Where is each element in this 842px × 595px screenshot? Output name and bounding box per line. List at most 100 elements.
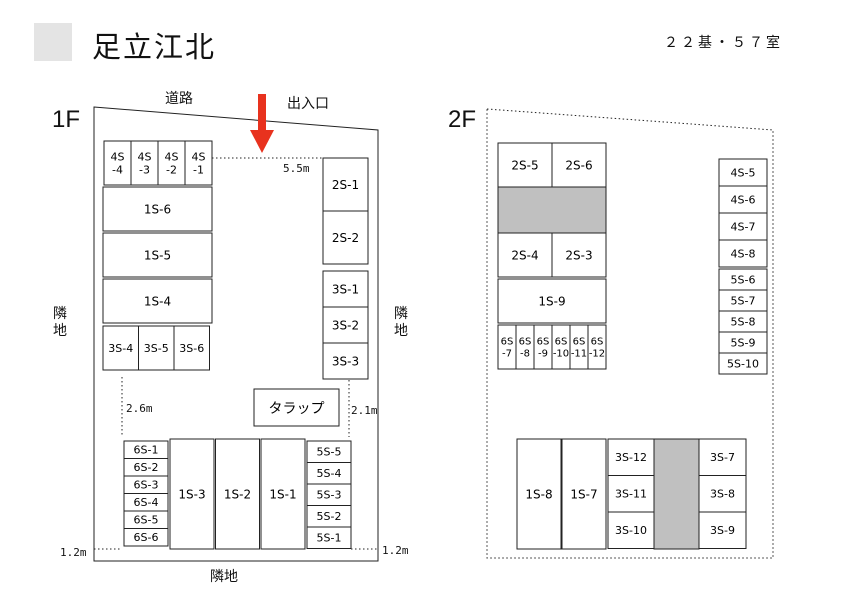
unit-4s-8-label: 4S-8 — [731, 247, 756, 260]
unit-4s-7-label: 4S-7 — [731, 220, 756, 233]
unit-6s-8-label: 6S — [519, 337, 532, 348]
dim-bottom-left: 1.2m — [60, 546, 87, 559]
unit-5s-8-label: 5S-8 — [731, 315, 756, 328]
unit-3s-5-box[interactable] — [138, 325, 175, 371]
unit-4s-6-label: 4S-6 — [731, 193, 756, 206]
unit-1s-4-box[interactable] — [102, 278, 213, 324]
unit-1s-9-box[interactable] — [497, 278, 607, 324]
unit-summary: ２２基・５７室 — [664, 35, 783, 51]
unit-6s-12-label: 6S — [591, 337, 604, 348]
unit-3s-7-box[interactable] — [698, 438, 747, 476]
unit-2s-1-label: 2S-1 — [332, 178, 359, 192]
unit-1s-7-box[interactable] — [561, 438, 607, 550]
unit-3s-11-label: 3S-11 — [615, 488, 647, 501]
unit-3s-1-box[interactable] — [322, 270, 369, 308]
unit-5s-10-box[interactable] — [718, 352, 768, 375]
void-lower — [653, 438, 700, 550]
unit-4s-2-box[interactable] — [157, 140, 186, 186]
unit-6s-9-label: -9 — [538, 349, 548, 360]
unit-2s-5-box[interactable] — [497, 142, 553, 188]
unit-2s-3-box[interactable] — [551, 232, 607, 278]
unit-3s-7-label: 3S-7 — [710, 451, 735, 464]
unit-5s-7-label: 5S-7 — [731, 294, 756, 307]
unit-3s-10-box[interactable] — [607, 511, 655, 549]
unit-4s-4-box[interactable] — [103, 140, 132, 186]
unit-6s-4-label: 6S-4 — [134, 496, 159, 509]
neighbor-left-label: 隣地 — [53, 306, 67, 339]
unit-1s-2-box[interactable] — [215, 438, 260, 550]
unit-4s-3-box[interactable] — [130, 140, 159, 186]
unit-5s-2-label: 5S-2 — [317, 510, 342, 523]
floor-1-label: 1F — [52, 106, 81, 133]
unit-4s-7-box[interactable] — [718, 212, 768, 241]
unit-3s-6-box[interactable] — [173, 325, 210, 371]
unit-3s-9-label: 3S-9 — [710, 524, 735, 537]
entrance-arrow-icon — [250, 94, 274, 153]
unit-6s-11-label: -11 — [571, 349, 587, 360]
unit-6s-8-label: -8 — [520, 349, 530, 360]
page-title: 足立江北 — [92, 30, 217, 64]
unit-3s-3-box[interactable] — [322, 342, 369, 380]
unit-4s-6-box[interactable] — [718, 185, 768, 214]
unit-1s-7-label: 1S-7 — [570, 487, 597, 501]
unit-3s-12-label: 3S-12 — [615, 451, 647, 464]
void-upper — [497, 186, 607, 234]
unit-3s-6-label: 3S-6 — [179, 342, 204, 355]
unit-4s-1-label: -1 — [193, 163, 204, 176]
ramp-label: タラップ — [269, 401, 325, 417]
unit-1s-1-label: 1S-1 — [269, 487, 296, 501]
unit-6s-9-label: 6S — [537, 337, 550, 348]
unit-5s-1-label: 5S-1 — [317, 532, 342, 545]
unit-6s-6-box[interactable] — [123, 528, 169, 547]
dim-left: 2.6m — [126, 402, 153, 415]
unit-4s-3-label: -3 — [139, 163, 150, 176]
unit-3s-12-box[interactable] — [607, 438, 655, 476]
unit-1s-1-box[interactable] — [260, 438, 306, 550]
unit-2s-5-label: 2S-5 — [511, 158, 538, 172]
unit-6s-12-label: -12 — [589, 349, 605, 360]
unit-3s-2-label: 3S-2 — [332, 318, 359, 332]
unit-1s-4-label: 1S-4 — [144, 294, 171, 308]
unit-5s-5-label: 5S-5 — [317, 446, 342, 459]
unit-1s-3-box[interactable] — [169, 438, 215, 550]
dim-top: 5.5m — [283, 162, 310, 175]
unit-1s-2-label: 1S-2 — [224, 487, 251, 501]
unit-6s-11-label: 6S — [573, 337, 586, 348]
unit-1s-8-box[interactable] — [516, 438, 562, 550]
unit-6s-7-label: 6S — [501, 337, 514, 348]
unit-5s-6-label: 5S-6 — [731, 273, 756, 286]
unit-1s-6-label: 1S-6 — [144, 202, 171, 216]
unit-2s-6-box[interactable] — [551, 142, 607, 188]
unit-3s-5-label: 3S-5 — [144, 342, 169, 355]
unit-3s-3-label: 3S-3 — [332, 354, 359, 368]
dim-bottom-right: 1.2m — [382, 544, 409, 557]
unit-1s-9-label: 1S-9 — [538, 294, 565, 308]
unit-1s-5-box[interactable] — [102, 232, 213, 278]
unit-4s-5-label: 4S-5 — [731, 166, 756, 179]
unit-3s-4-label: 3S-4 — [108, 342, 133, 355]
unit-4s-3-label: 4S — [138, 150, 152, 163]
unit-6s-7-label: -7 — [502, 349, 512, 360]
unit-2s-4-label: 2S-4 — [511, 248, 538, 262]
unit-3s-2-box[interactable] — [322, 306, 369, 344]
unit-4s-1-label: 4S — [192, 150, 206, 163]
unit-6s-10-label: 6S — [555, 337, 568, 348]
unit-6s-12-box[interactable] — [587, 324, 607, 370]
floor-1-boundary — [93, 106, 379, 562]
unit-2s-1-box[interactable] — [322, 157, 369, 212]
unit-2s-2-box[interactable] — [322, 210, 369, 265]
unit-5s-3-label: 5S-3 — [317, 489, 342, 502]
unit-3s-10-label: 3S-10 — [615, 524, 647, 537]
unit-1s-8-label: 1S-8 — [525, 487, 552, 501]
unit-6s-6-label: 6S-6 — [134, 531, 159, 544]
floor-2-label: 2F — [448, 106, 477, 133]
neighbor-bottom-label: 隣地 — [210, 569, 238, 585]
unit-5s-10-label: 5S-10 — [727, 357, 759, 370]
unit-2s-4-box[interactable] — [497, 232, 553, 278]
unit-1s-6-box[interactable] — [102, 186, 213, 232]
unit-3s-9-box[interactable] — [698, 511, 747, 549]
unit-4s-1-box[interactable] — [184, 140, 213, 186]
unit-5s-1-box[interactable] — [306, 526, 352, 549]
unit-4s-8-box[interactable] — [718, 239, 768, 268]
